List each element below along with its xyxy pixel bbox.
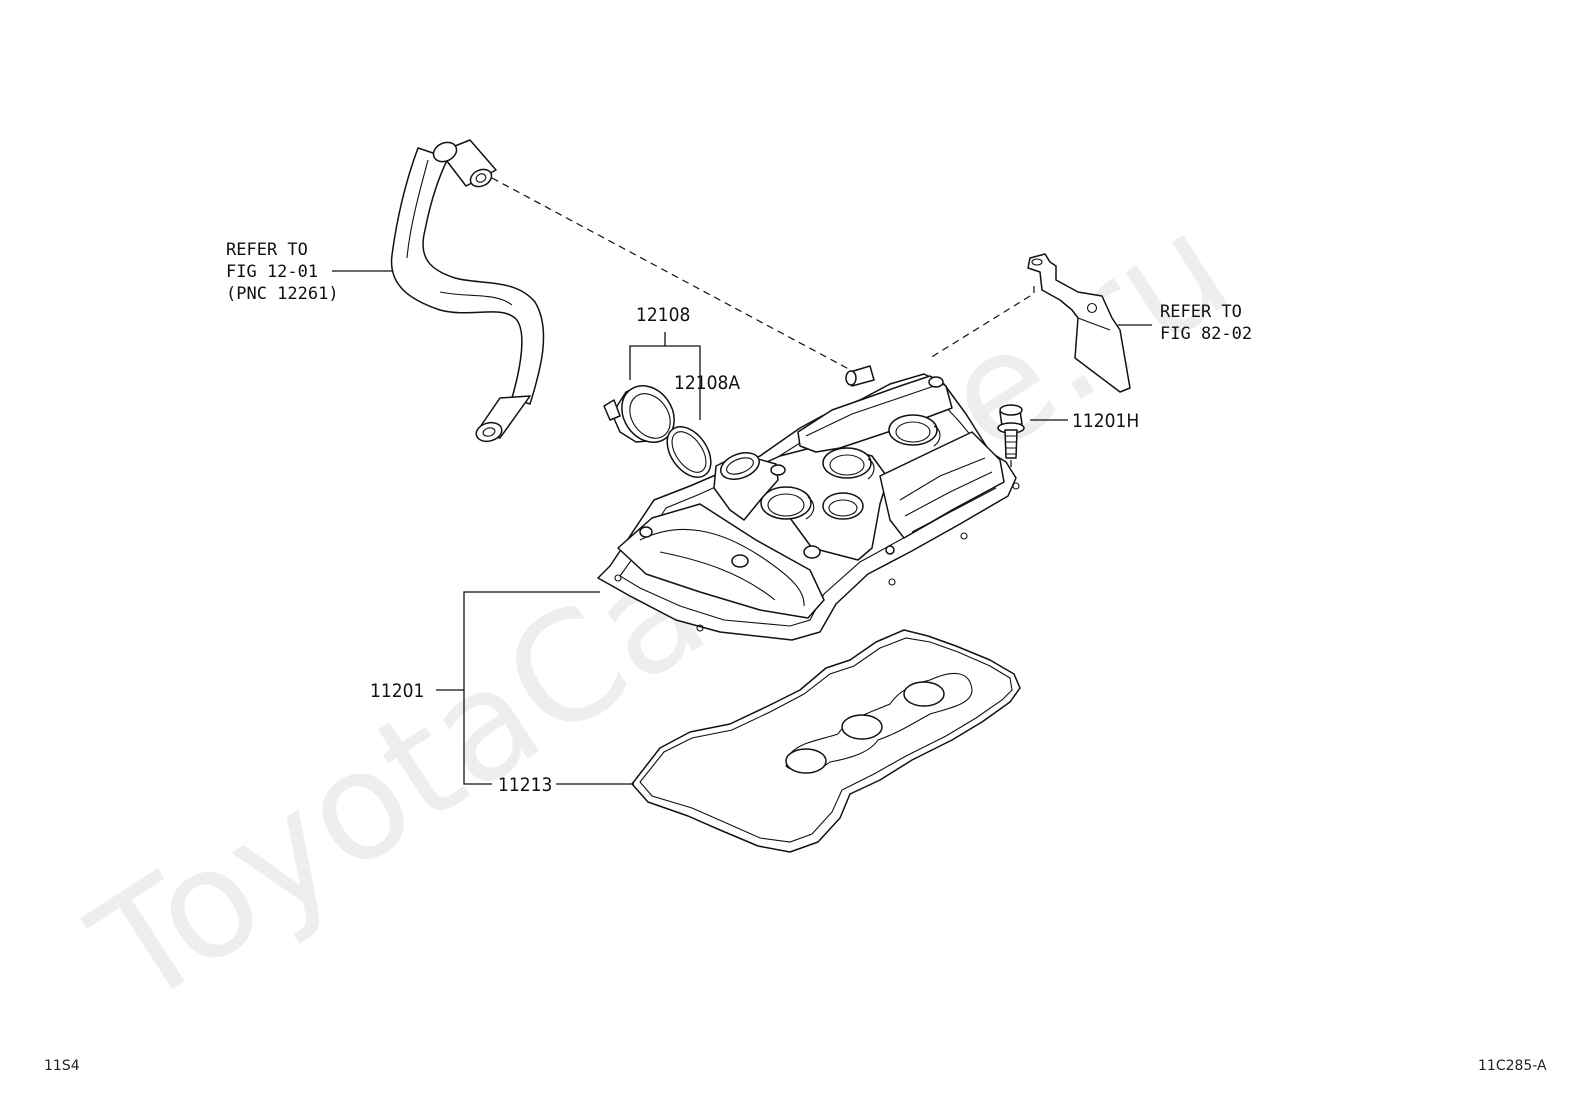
oil-filler-cap xyxy=(603,385,675,443)
bracket-refer-line-1: REFER TO xyxy=(1160,302,1242,322)
o-ring xyxy=(666,426,712,478)
pcv-hose-callout: REFER TO FIG 12-01 (PNC 12261) xyxy=(226,240,392,304)
cap-callout: 12108 12108A xyxy=(629,304,740,420)
o-ring-part-number: 12108A xyxy=(674,372,740,394)
gasket-part-number: 11213 xyxy=(498,774,552,796)
bracket-refer-line-2: FIG 82-02 xyxy=(1160,324,1252,344)
cover-callout: 11201 11213 xyxy=(370,591,634,796)
cover-gasket xyxy=(631,629,1021,853)
bolt-part-number: 11201H xyxy=(1072,410,1139,432)
pcv-hose-refer-line-1: REFER TO xyxy=(226,240,308,260)
pcv-hose-refer-line-2: FIG 12-01 xyxy=(226,262,318,282)
bracket-dashed-line-2 xyxy=(929,295,1031,359)
pcv-hose-refer-line-3: (PNC 12261) xyxy=(226,284,339,304)
bracket-callout: REFER TO FIG 82-02 xyxy=(1118,302,1252,344)
cover-part-number: 11201 xyxy=(370,680,424,702)
footer-left-code: 11S4 xyxy=(44,1058,80,1074)
bolt-callout: 11201H xyxy=(1030,410,1139,432)
cap-part-number: 12108 xyxy=(636,304,690,326)
cylinder-head-cover xyxy=(597,365,1020,641)
pcv-hose xyxy=(390,139,545,443)
footer-right-code: 11C285-A xyxy=(1478,1058,1547,1074)
pcv-connection-dashed-line xyxy=(491,177,859,375)
bracket xyxy=(1027,253,1131,393)
cover-bracket-leader xyxy=(463,591,600,785)
stud-bolt xyxy=(997,404,1025,478)
